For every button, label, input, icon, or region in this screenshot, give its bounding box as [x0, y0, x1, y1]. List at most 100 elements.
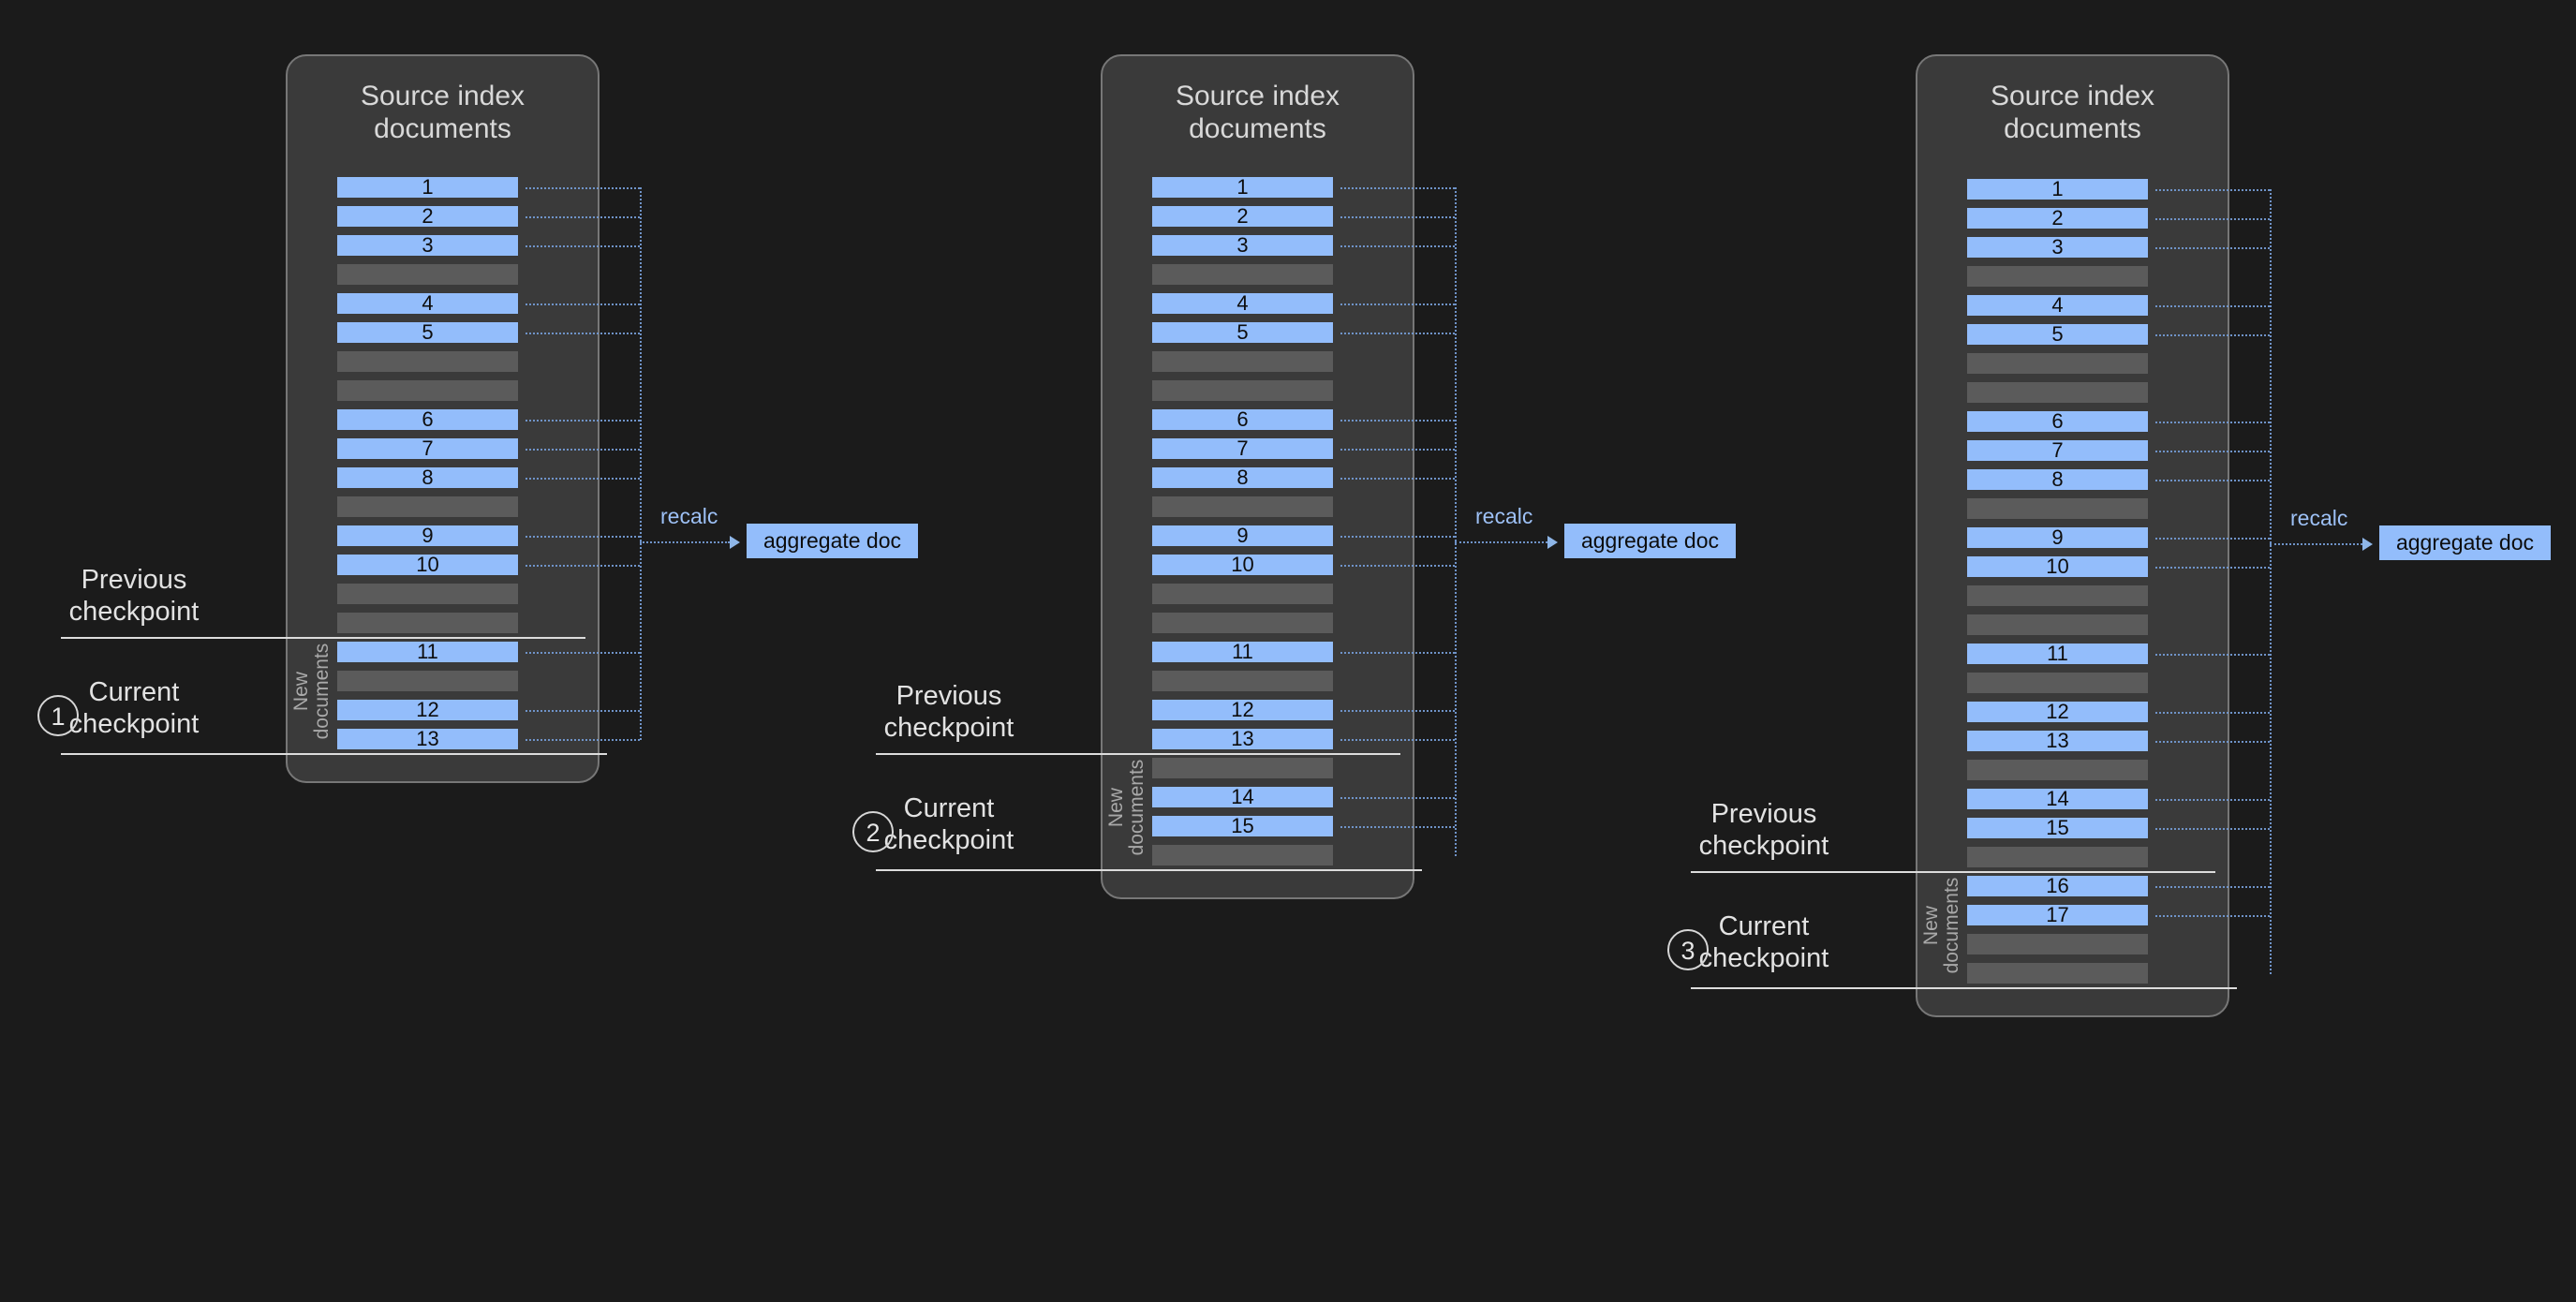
document-row: 10 — [1152, 555, 1333, 575]
document-row — [1152, 584, 1333, 604]
document-row — [1967, 760, 2148, 780]
recalc-label: recalc — [1475, 504, 1533, 528]
previous-checkpoint-line — [876, 752, 1400, 755]
document-row: 3 — [1152, 235, 1333, 256]
row-leader-line — [1340, 797, 1455, 799]
aggregation-bus-line — [1455, 187, 1457, 856]
new-documents-label: New documents — [1919, 877, 1962, 973]
document-row — [337, 671, 518, 691]
document-row: 2 — [1967, 208, 2148, 229]
row-leader-line — [1340, 333, 1455, 334]
document-row — [1967, 847, 2148, 867]
document-row: 15 — [1967, 818, 2148, 838]
document-row: 13 — [1152, 729, 1333, 749]
document-row: 2 — [1152, 206, 1333, 227]
panel-title: Source index documents — [1175, 81, 1340, 144]
document-row: 17 — [1967, 905, 2148, 925]
row-leader-line — [526, 536, 640, 538]
document-row: 11 — [1152, 642, 1333, 662]
document-row: 14 — [1967, 789, 2148, 809]
row-leader-line — [1340, 449, 1455, 451]
row-leader-line — [2155, 712, 2270, 714]
previous-checkpoint-line — [61, 636, 585, 639]
document-row: 8 — [337, 467, 518, 488]
step-number-badge: 2 — [852, 810, 894, 852]
document-row: 10 — [337, 555, 518, 575]
row-leader-line — [1340, 536, 1455, 538]
recalc-arrow-head — [730, 536, 740, 549]
previous-checkpoint-line — [1691, 870, 2215, 873]
document-row: 9 — [1967, 527, 2148, 548]
step-number-badge: 1 — [37, 694, 79, 736]
document-row: 5 — [1152, 322, 1333, 343]
recalc-label: recalc — [660, 504, 718, 528]
recalc-arrow-head — [2362, 538, 2373, 551]
row-leader-line — [2155, 538, 2270, 540]
document-row — [1967, 266, 2148, 287]
document-row: 3 — [1967, 237, 2148, 258]
document-row: 7 — [1152, 438, 1333, 459]
document-row — [1967, 963, 2148, 984]
row-leader-line — [2155, 567, 2270, 569]
document-row — [1152, 758, 1333, 778]
recalc-arrow-line — [2270, 543, 2362, 545]
row-leader-line — [1340, 216, 1455, 218]
previous-checkpoint-label: Previous checkpoint — [883, 680, 1014, 743]
row-leader-line — [526, 478, 640, 480]
document-row — [337, 584, 518, 604]
aggregate-doc-box: aggregate doc — [747, 524, 918, 558]
row-leader-line — [2155, 886, 2270, 888]
row-leader-line — [2155, 799, 2270, 801]
row-leader-line — [2155, 741, 2270, 743]
document-row — [1152, 671, 1333, 691]
previous-checkpoint-label: Previous checkpoint — [1698, 798, 1829, 861]
document-row: 6 — [1152, 409, 1333, 430]
row-leader-line — [526, 449, 640, 451]
document-row — [337, 351, 518, 372]
document-row — [1967, 614, 2148, 635]
new-documents-label: New documents — [1104, 759, 1147, 855]
current-checkpoint-line — [61, 752, 607, 755]
row-leader-line — [526, 333, 640, 334]
row-leader-line — [526, 420, 640, 422]
document-row — [1967, 382, 2148, 403]
document-row — [1967, 934, 2148, 954]
row-leader-line — [526, 565, 640, 567]
document-row — [1152, 496, 1333, 517]
document-row: 5 — [337, 322, 518, 343]
document-row — [337, 496, 518, 517]
row-leader-line — [2155, 247, 2270, 249]
row-leader-line — [1340, 420, 1455, 422]
document-row: 4 — [337, 293, 518, 314]
row-leader-line — [2155, 654, 2270, 656]
row-leader-line — [2155, 828, 2270, 830]
row-leader-line — [2155, 480, 2270, 481]
step-number-badge: 3 — [1667, 928, 1709, 970]
row-leader-line — [1340, 739, 1455, 741]
row-leader-line — [1340, 565, 1455, 567]
document-row — [1152, 380, 1333, 401]
panel-title: Source index documents — [360, 81, 526, 144]
row-leader-line — [526, 739, 640, 741]
document-row: 11 — [337, 642, 518, 662]
document-row: 13 — [337, 729, 518, 749]
document-row: 9 — [1152, 525, 1333, 546]
document-row: 4 — [1152, 293, 1333, 314]
row-leader-line — [2155, 451, 2270, 452]
document-row: 6 — [1967, 411, 2148, 432]
row-leader-line — [1340, 303, 1455, 305]
document-row: 12 — [1967, 702, 2148, 722]
recalc-label: recalc — [2290, 506, 2348, 530]
document-row: 10 — [1967, 556, 2148, 577]
document-row — [1152, 264, 1333, 285]
document-row: 3 — [337, 235, 518, 256]
row-leader-line — [526, 187, 640, 189]
row-leader-line — [526, 216, 640, 218]
row-leader-line — [526, 245, 640, 247]
document-row: 6 — [337, 409, 518, 430]
document-row — [1152, 351, 1333, 372]
row-leader-line — [1340, 652, 1455, 654]
document-row — [337, 380, 518, 401]
document-row: 12 — [337, 700, 518, 720]
